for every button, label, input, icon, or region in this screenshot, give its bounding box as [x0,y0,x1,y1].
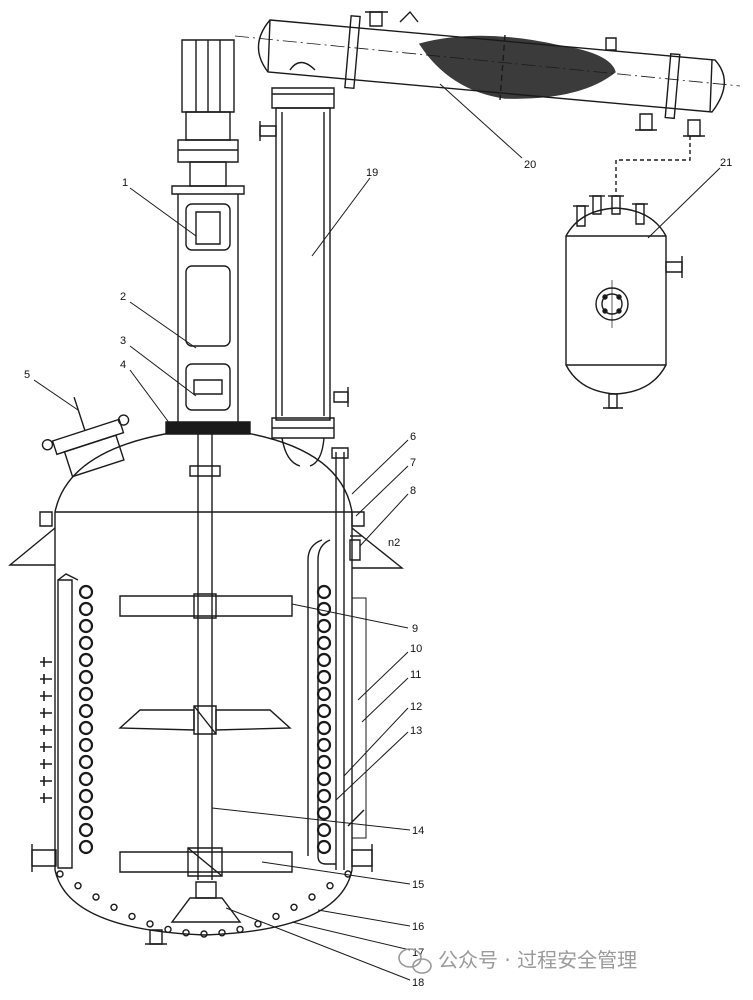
drive-assembly [166,40,250,434]
label-5: 5 [24,369,30,381]
bottom-bolt [57,871,63,877]
coil-turn [80,603,92,615]
coil-turn [318,807,330,819]
coil-turn [318,756,330,768]
jacket-valve [40,657,52,667]
label-2: 2 [120,291,126,303]
jacket-valve [40,691,52,701]
label-7: 7 [410,457,416,469]
heating-coil-right [318,586,330,853]
label-6: 6 [410,431,416,443]
bottom-bolt [273,913,279,919]
bottom-bolt [309,894,315,900]
leader-lines [34,84,720,980]
bottom-bolt [219,930,225,936]
coil-turn [80,807,92,819]
jacket-valve [40,759,52,769]
bottom-bolt [291,904,297,910]
bottom-bolt [183,930,189,936]
bottom-bolt [327,883,333,889]
coil-turn [318,671,330,683]
watermark-text: 公众号 · 过程安全管理 [438,948,637,972]
coil-turn [80,705,92,717]
coil-turn [80,586,92,598]
coil-turn [318,637,330,649]
coil-turn [80,671,92,683]
coil-turn [318,603,330,615]
label-15: 15 [412,879,424,891]
jacket-valve [40,725,52,735]
jacket-valve [40,674,52,684]
jacket-valve [40,793,52,803]
horizontal-condenser [235,12,740,136]
reactor-vessel [10,383,402,944]
jacket-valve [40,776,52,786]
bottom-bolt [165,926,171,932]
coil-turn [80,739,92,751]
label-14: 14 [412,825,424,837]
coil-turn [318,688,330,700]
coil-turn [80,620,92,632]
vapor-column [260,88,348,466]
label-10: 10 [410,643,422,655]
label-11: 11 [410,669,421,681]
receiver-tank [566,136,690,408]
label-18: 18 [412,977,424,989]
coil-turn [318,739,330,751]
coil-turn [318,841,330,853]
coil-turn [80,841,92,853]
coil-turn [80,790,92,802]
bottom-bolt [93,894,99,900]
jacket-valve [40,742,52,752]
label-19: 19 [366,167,378,179]
label-8: 8 [410,485,416,497]
coil-turn [318,654,330,666]
coil-turn [80,688,92,700]
watermark: 公众号 · 过程安全管理 [399,948,637,973]
coil-turn [318,586,330,598]
label-n2: n2 [388,537,400,549]
coil-turn [318,790,330,802]
wechat-icon [399,949,431,973]
coil-turn [80,773,92,785]
coil-turn [80,824,92,836]
coil-turn [80,637,92,649]
coil-turn [80,756,92,768]
bottom-bolt [201,931,207,937]
coil-turn [318,705,330,717]
label-9: 9 [412,623,418,635]
coil-turn [318,773,330,785]
bottom-bolt [111,904,117,910]
bottom-bolt [237,926,243,932]
coil-turn [80,722,92,734]
jacket-valve [40,708,52,718]
label-21: 21 [720,157,732,169]
label-1: 1 [122,177,128,189]
label-12: 12 [410,701,422,713]
coil-turn [318,824,330,836]
label-16: 16 [412,921,424,933]
bottom-bolt [75,883,81,889]
coil-turn [318,722,330,734]
label-13: 13 [410,725,422,737]
label-4: 4 [120,359,126,371]
bottom-bolt [147,921,153,927]
coil-turn [80,654,92,666]
label-20: 20 [524,159,536,171]
label-3: 3 [120,335,126,347]
coil-turn [318,620,330,632]
heating-coil-left [80,586,92,853]
bottom-bolt [129,913,135,919]
